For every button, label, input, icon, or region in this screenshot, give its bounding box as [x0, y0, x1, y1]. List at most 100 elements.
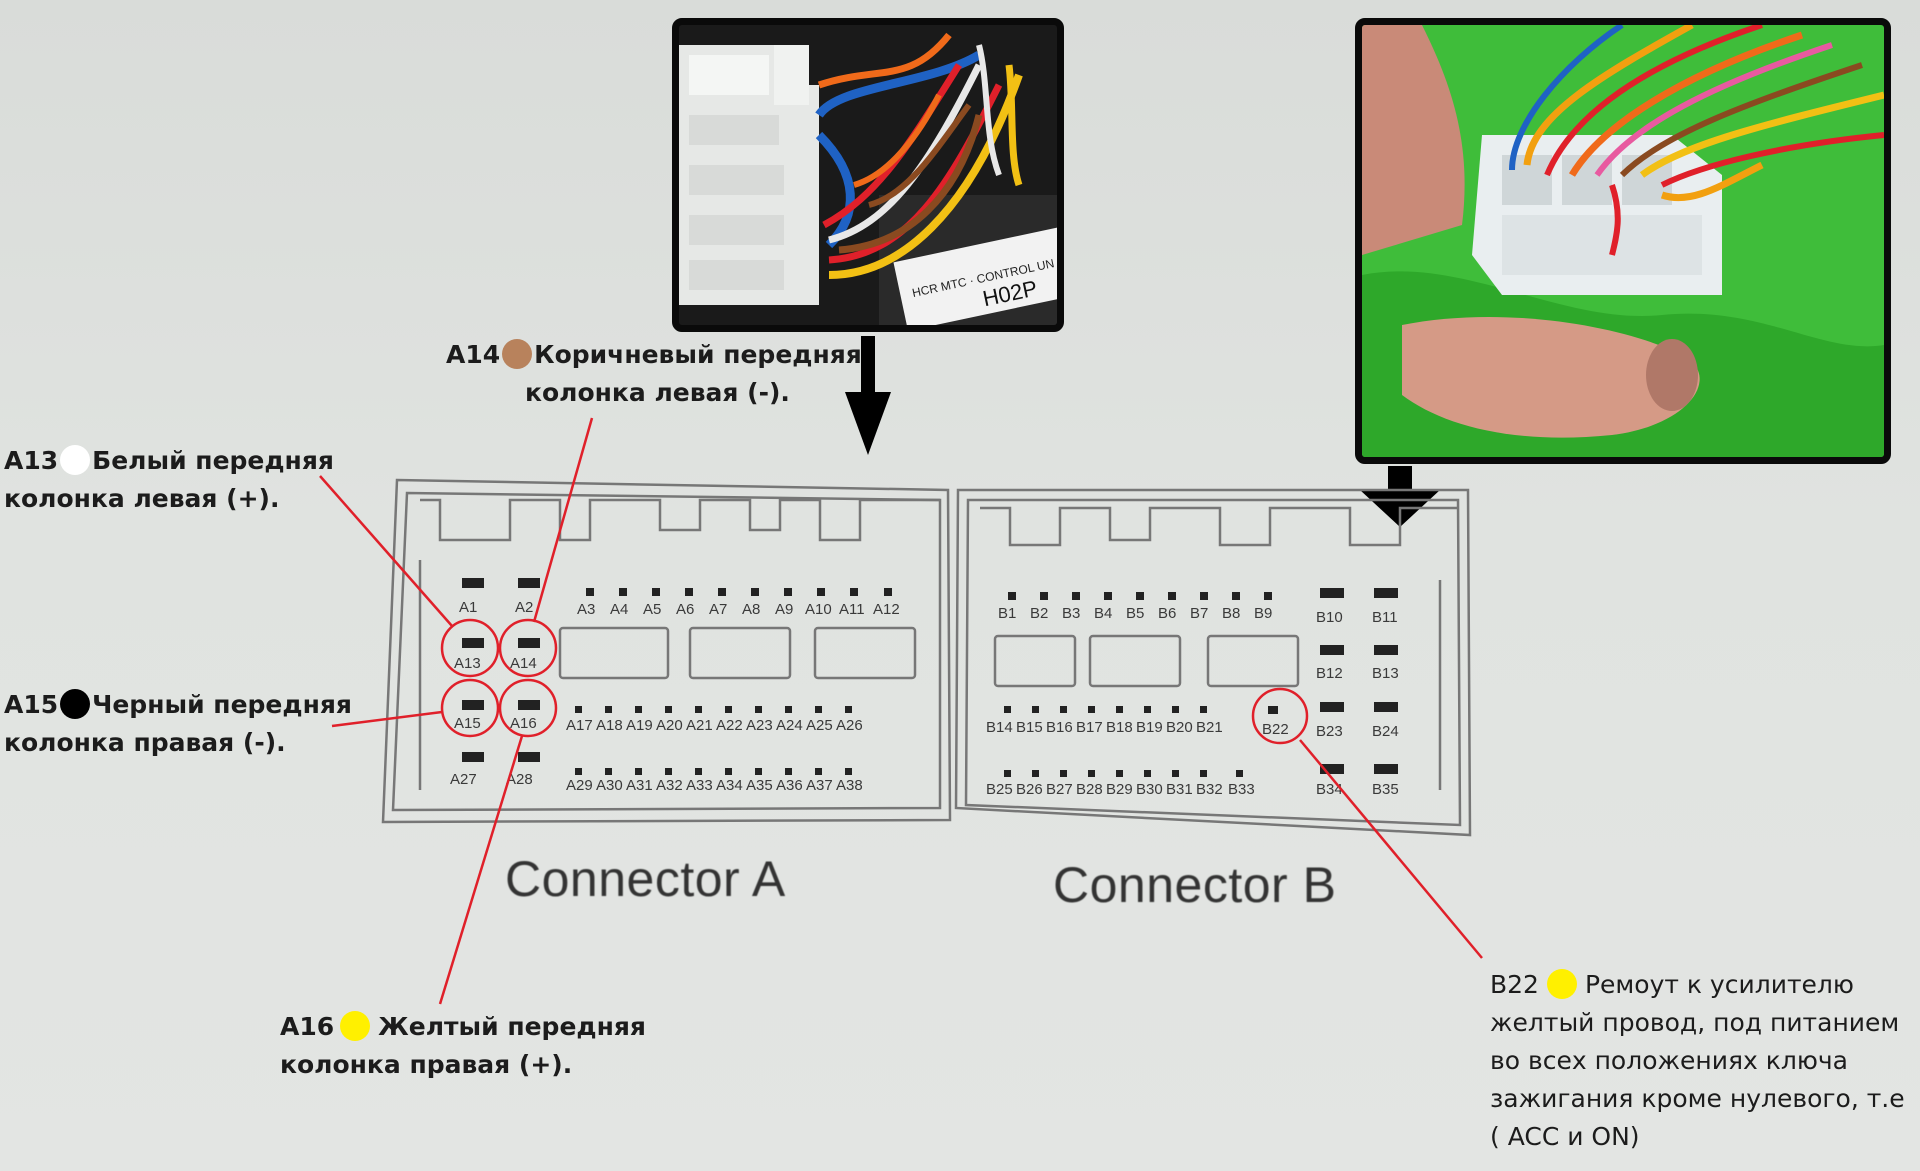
svg-text:B10: B10	[1316, 609, 1343, 626]
pin-a33: A33	[686, 768, 713, 794]
svg-text:B34: B34	[1316, 781, 1343, 798]
connector-a-outline	[381, 478, 952, 824]
pin-a19: A19	[626, 706, 653, 734]
svg-text:B19: B19	[1136, 719, 1163, 736]
pin-b3: B3	[1062, 592, 1080, 622]
svg-text:A25: A25	[806, 717, 833, 734]
pin-a18: A18	[596, 706, 623, 734]
svg-text:B31: B31	[1166, 781, 1193, 798]
svg-text:B20: B20	[1166, 719, 1193, 736]
callout-a16-pin: A16	[280, 1012, 335, 1041]
svg-text:A30: A30	[596, 777, 623, 794]
callout-leader-lines	[319, 417, 1483, 1005]
svg-text:A24: A24	[776, 717, 803, 734]
svg-text:A22: A22	[716, 717, 743, 734]
svg-text:B2: B2	[1030, 605, 1048, 622]
plug-in-hand-photo	[1355, 18, 1891, 464]
highlight-circle-a13	[440, 618, 500, 678]
svg-text:A35: A35	[746, 777, 773, 794]
pin-a12: A12	[873, 588, 900, 618]
svg-text:B3: B3	[1062, 605, 1080, 622]
pin-b7: B7	[1190, 592, 1208, 622]
callout-a13-line1: Белый передняя	[92, 446, 334, 475]
connector-b-outline	[954, 488, 1472, 837]
svg-text:A29: A29	[566, 777, 593, 794]
pin-b28: B28	[1076, 770, 1103, 798]
pin-b21: B21	[1196, 706, 1223, 736]
svg-text:A36: A36	[776, 777, 803, 794]
svg-text:B35: B35	[1372, 781, 1399, 798]
pin-b6: B6	[1158, 592, 1176, 622]
pin-b14: B14	[986, 706, 1013, 736]
svg-text:A5: A5	[643, 601, 661, 618]
pin-b30: B30	[1136, 770, 1163, 798]
pin-a10: A10	[805, 588, 832, 618]
pin-a34: A34	[716, 768, 743, 794]
pin-b32: B32	[1196, 770, 1223, 798]
pin-a31: A31	[626, 768, 653, 794]
pin-b34: B34	[1316, 764, 1344, 798]
svg-text:A31: A31	[626, 777, 653, 794]
callout-a13-pin: A13	[4, 446, 59, 475]
svg-text:B23: B23	[1316, 723, 1343, 740]
svg-text:A1: A1	[459, 599, 477, 616]
svg-text:B9: B9	[1254, 605, 1272, 622]
white-wire-dot	[60, 445, 91, 475]
leader-line-b22	[1299, 739, 1483, 959]
svg-text:B32: B32	[1196, 781, 1223, 798]
svg-text:B8: B8	[1222, 605, 1240, 622]
pin-a11: A11	[839, 588, 865, 618]
pin-b8: B8	[1222, 592, 1240, 622]
svg-text:A16: A16	[510, 715, 537, 732]
svg-text:A15: A15	[454, 715, 481, 732]
pin-a35: A35	[746, 768, 773, 794]
svg-text:B14: B14	[986, 719, 1013, 736]
svg-text:B7: B7	[1190, 605, 1208, 622]
highlight-circle-a15	[440, 678, 500, 738]
svg-text:B22: B22	[1262, 721, 1289, 738]
svg-text:B15: B15	[1016, 719, 1043, 736]
pin-a8: A8	[742, 588, 760, 618]
highlight-circle-b22	[1251, 687, 1309, 745]
pin-a24: A24	[776, 706, 803, 734]
connector-b-pins: B1 B2 B3 B4 B5 B6 B7 B8 B9 B10 B11 B12 B…	[986, 588, 1399, 798]
svg-text:B30: B30	[1136, 781, 1163, 798]
callout-a16-line1: Желтый передняя	[378, 1012, 646, 1041]
callout-a15-line1: Черный передняя	[92, 690, 352, 719]
pin-a23: A23	[746, 706, 773, 734]
pin-a5: A5	[643, 588, 661, 618]
pin-b5: B5	[1126, 592, 1144, 622]
pin-b22: B22	[1262, 706, 1289, 738]
svg-text:A38: A38	[836, 777, 863, 794]
pin-b27: B27	[1046, 770, 1073, 798]
pin-b26: B26	[1016, 770, 1043, 798]
pin-a16: A16	[510, 700, 540, 732]
pin-b31: B31	[1166, 770, 1193, 798]
svg-text:A37: A37	[806, 777, 833, 794]
svg-text:A17: A17	[566, 717, 593, 734]
pin-a6: A6	[676, 588, 694, 618]
pin-a13: A13	[454, 638, 484, 672]
svg-text:B16: B16	[1046, 719, 1073, 736]
callout-b22-pin: B22	[1490, 970, 1539, 999]
svg-text:A3: A3	[577, 601, 595, 618]
callout-a13-line2: колонка левая (+).	[4, 484, 280, 513]
svg-text:A6: A6	[676, 601, 694, 618]
pin-b24: B24	[1372, 702, 1399, 740]
pin-a29: A29	[566, 768, 593, 794]
svg-text:A33: A33	[686, 777, 713, 794]
pin-a20: A20	[656, 706, 683, 734]
pin-a26: A26	[836, 706, 863, 734]
radio-harness-photo: HCR MTC · CONTROL UN H02P	[672, 18, 1064, 332]
pin-a36: A36	[776, 768, 803, 794]
svg-text:A19: A19	[626, 717, 653, 734]
pin-a14: A14	[510, 638, 540, 672]
pin-a17: A17	[566, 706, 593, 734]
svg-text:A26: A26	[836, 717, 863, 734]
pin-b29: B29	[1106, 770, 1133, 798]
svg-text:A21: A21	[686, 717, 713, 734]
svg-text:B25: B25	[986, 781, 1013, 798]
